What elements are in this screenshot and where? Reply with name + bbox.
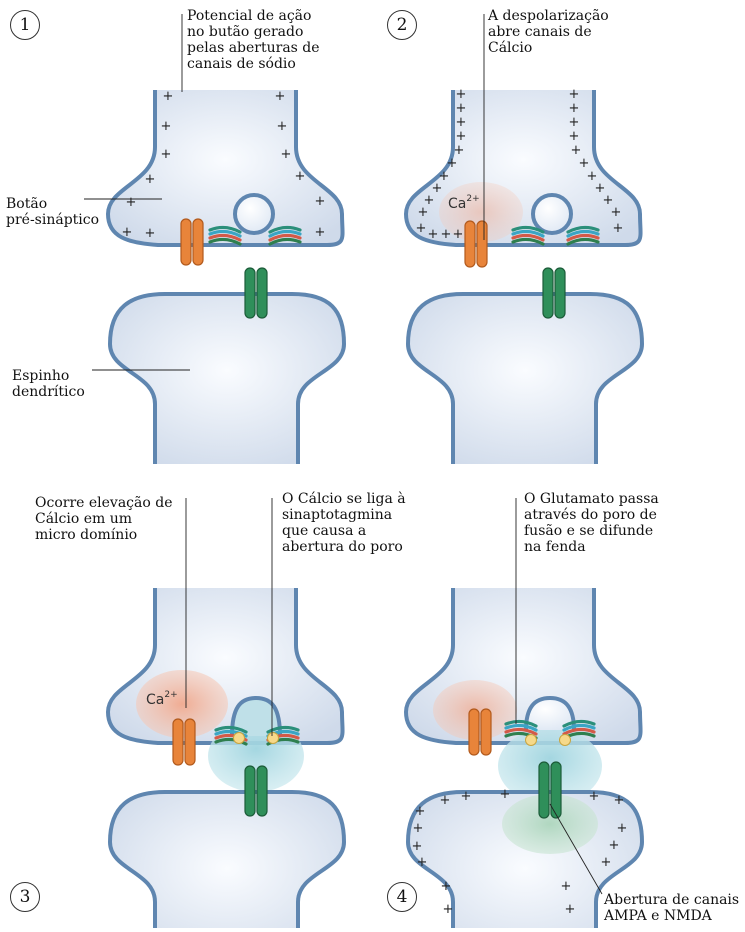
positive-charge: + <box>277 119 288 134</box>
positive-charge: + <box>456 129 467 144</box>
positive-charge: + <box>443 902 454 917</box>
positive-charge: + <box>275 89 286 104</box>
positive-charge: + <box>441 879 452 894</box>
positive-charge: + <box>417 855 428 870</box>
synaptotagmin <box>268 733 279 744</box>
positive-charge: + <box>315 225 326 240</box>
dendritic-spine <box>110 792 344 928</box>
presynaptic-bouton <box>108 90 343 245</box>
positive-charge: + <box>440 793 451 808</box>
positive-charge: + <box>456 115 467 130</box>
positive-charge: + <box>569 129 580 144</box>
positive-charge: + <box>613 221 624 236</box>
label-ampa-nmda: Abertura de canais AMPA e NMDA <box>604 892 739 924</box>
positive-charge: + <box>415 804 426 819</box>
label-dendritic-spine: Espinho dendrítico <box>12 368 85 400</box>
label-glutamate-fusion-pore: O Glutamato passa através do poro de fus… <box>524 491 659 555</box>
positive-charge: + <box>569 115 580 130</box>
positive-charge: + <box>461 789 472 804</box>
positive-charge: + <box>281 147 292 162</box>
synaptic-vesicle <box>235 195 273 233</box>
presynaptic-bouton <box>406 90 641 245</box>
label-synaptotagmin: O Cálcio se liga à sinaptotagmina que ca… <box>282 491 406 555</box>
positive-charge: + <box>315 194 326 209</box>
positive-charge: + <box>601 855 612 870</box>
panel-3: Ca2+ <box>108 498 344 928</box>
label-calcium-microdomain: Ocorre elevação de Cálcio em um micro do… <box>35 495 172 543</box>
label-action-potential: Potencial de ação no butão gerado pelas … <box>187 8 320 72</box>
synaptotagmin <box>526 735 537 746</box>
positive-charge: + <box>441 227 452 242</box>
positive-charge: + <box>569 101 580 116</box>
positive-charge: + <box>500 787 511 802</box>
positive-charge: + <box>428 227 439 242</box>
positive-charge: + <box>161 119 172 134</box>
positive-charge: + <box>561 879 572 894</box>
positive-charge: + <box>145 172 156 187</box>
panel-4: ++++++++++++++++ <box>406 498 642 928</box>
positive-charge: + <box>614 793 625 808</box>
panel-1: +++++++++++++ <box>84 14 344 464</box>
positive-charge: + <box>456 101 467 116</box>
dendritic-spine <box>110 294 344 464</box>
positive-charge: + <box>453 227 464 242</box>
synaptic-vesicle <box>533 195 571 233</box>
positive-charge: + <box>295 169 306 184</box>
positive-charge: + <box>609 838 620 853</box>
receptor-activation-cloud <box>502 794 598 854</box>
positive-charge: + <box>418 205 429 220</box>
positive-charge: + <box>589 789 600 804</box>
label-depolarization: A despolarização abre canais de Cálcio <box>488 8 609 56</box>
synaptotagmin <box>234 733 245 744</box>
step-number-3: 3 <box>10 882 40 912</box>
positive-charge: + <box>611 205 622 220</box>
label-presynaptic-bouton: Botão pré-sináptico <box>6 196 99 228</box>
step-number-2: 2 <box>387 10 417 40</box>
positive-charge: + <box>412 839 423 854</box>
positive-charge: + <box>145 226 156 241</box>
dendritic-spine <box>408 294 642 464</box>
synaptotagmin <box>560 735 571 746</box>
step-number-1: 1 <box>10 10 40 40</box>
positive-charge: + <box>161 147 172 162</box>
positive-charge: + <box>617 821 628 836</box>
positive-charge: + <box>163 89 174 104</box>
positive-charge: + <box>456 87 467 102</box>
panel-2: Ca2++++++++++++++++++++++++++ <box>406 14 642 464</box>
positive-charge: + <box>122 225 133 240</box>
positive-charge: + <box>416 221 427 236</box>
positive-charge: + <box>565 902 576 917</box>
positive-charge: + <box>413 821 424 836</box>
positive-charge: + <box>126 195 137 210</box>
positive-charge: + <box>569 87 580 102</box>
step-number-4: 4 <box>387 882 417 912</box>
